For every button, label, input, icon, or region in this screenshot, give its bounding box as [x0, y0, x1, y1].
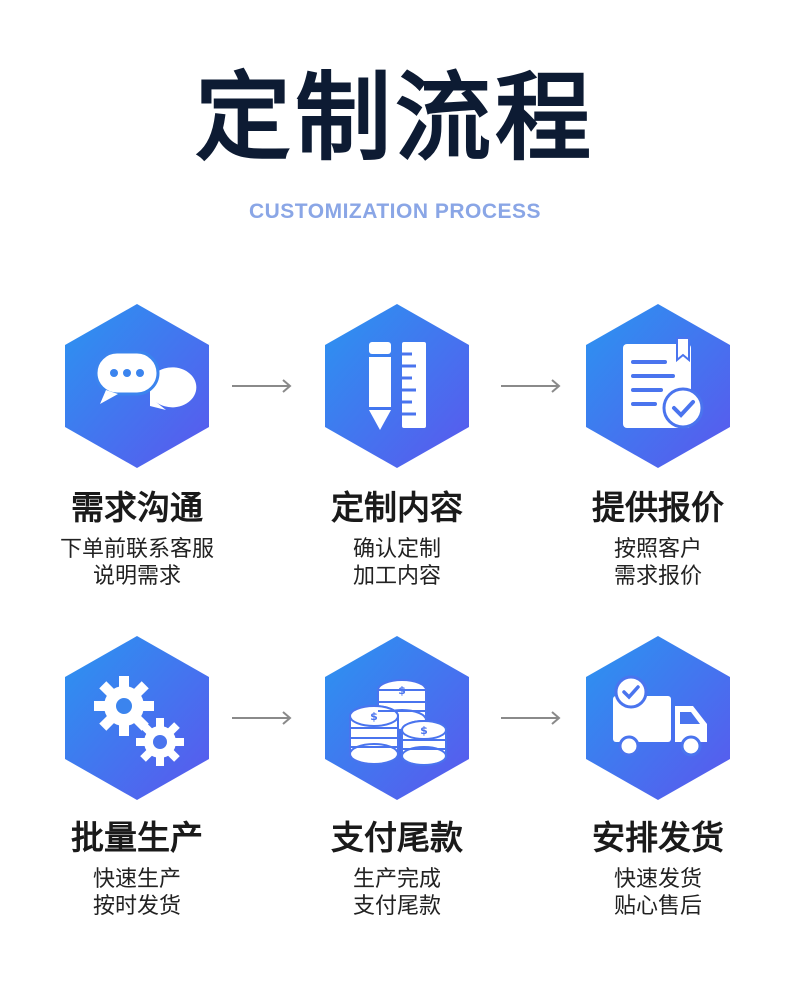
arrow-right-icon: [501, 711, 561, 725]
hexagon-badge: [62, 634, 212, 802]
step-title: 批量生产: [71, 818, 203, 857]
hexagon-badge: [583, 634, 733, 802]
pencil-ruler-icon: [369, 342, 426, 430]
page-subtitle: CUSTOMIZATION PROCESS: [248, 200, 542, 223]
step-desc-line2: 支付尾款: [352, 894, 441, 919]
step-desc-line1: 确认定制: [352, 537, 441, 562]
svg-text:$: $: [420, 724, 428, 737]
step-title: 提供报价: [592, 488, 724, 527]
step-desc-line1: 快速发货: [613, 867, 702, 892]
hexagon-badge: [62, 302, 212, 470]
arrow-right-icon: [501, 379, 561, 393]
step-title: 支付尾款: [331, 818, 463, 857]
step-desc-line2: 说明需求: [92, 564, 181, 589]
svg-text:$: $: [370, 710, 378, 723]
step-title: 安排发货: [592, 818, 724, 857]
gears-icon: [94, 676, 184, 766]
step-desc-line1: 快速生产: [92, 867, 181, 892]
step-desc-line2: 加工内容: [352, 564, 441, 589]
step-desc-line1: 按照客户: [613, 537, 702, 562]
svg-text:$: $: [398, 684, 406, 697]
step-title: 定制内容: [331, 488, 463, 527]
delivery-truck-icon: [613, 675, 707, 757]
chat-bubbles-icon: [94, 350, 197, 410]
page-title: 定制流程: [195, 62, 595, 174]
step-desc-line1: 下单前联系客服: [59, 537, 214, 562]
step-desc-line2: 贴心售后: [613, 894, 702, 919]
hexagon-badge: [322, 302, 472, 470]
step-desc-line1: 生产完成: [352, 867, 441, 892]
step-desc-line2: 需求报价: [613, 564, 702, 589]
hexagon-badge: $ $ $: [322, 634, 472, 802]
step-desc-line2: 按时发货: [92, 894, 181, 919]
arrow-right-icon: [232, 379, 292, 393]
coins-icon: $ $ $: [349, 679, 447, 766]
arrow-right-icon: [232, 711, 292, 725]
document-check-icon: [623, 337, 704, 429]
hexagon-badge: [583, 302, 733, 470]
step-title: 需求沟通: [71, 488, 203, 527]
